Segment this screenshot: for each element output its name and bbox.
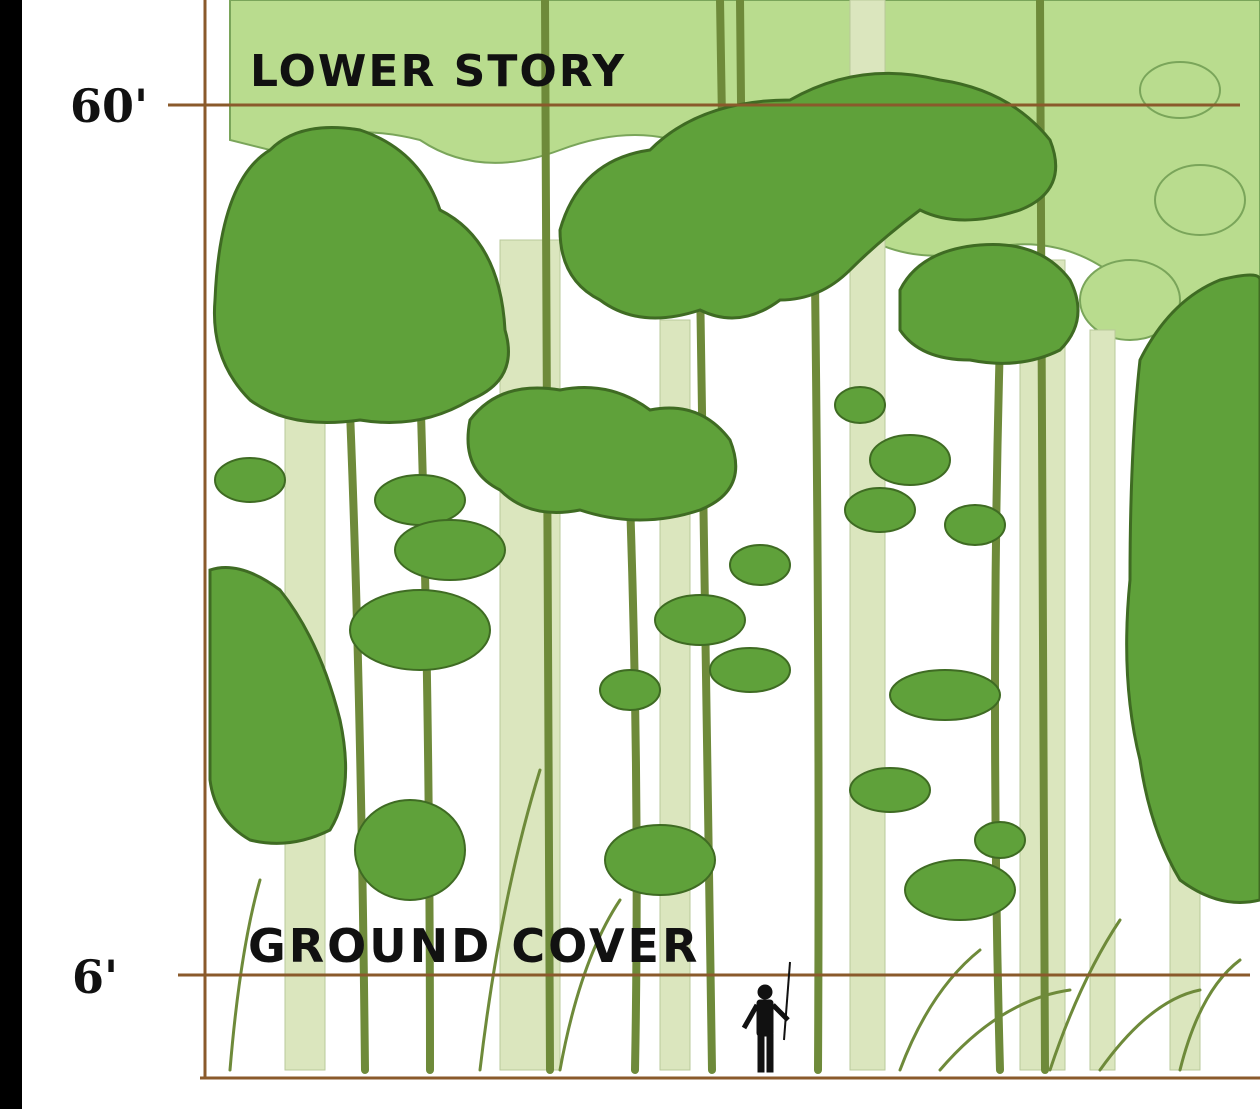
height-label-6ft: 6' [72, 950, 118, 1004]
layer-label-ground-cover: GROUND COVER [248, 919, 700, 973]
height-label-60ft: 60' [70, 79, 148, 133]
layer-label-lower-story: LOWER STORY [250, 46, 626, 97]
